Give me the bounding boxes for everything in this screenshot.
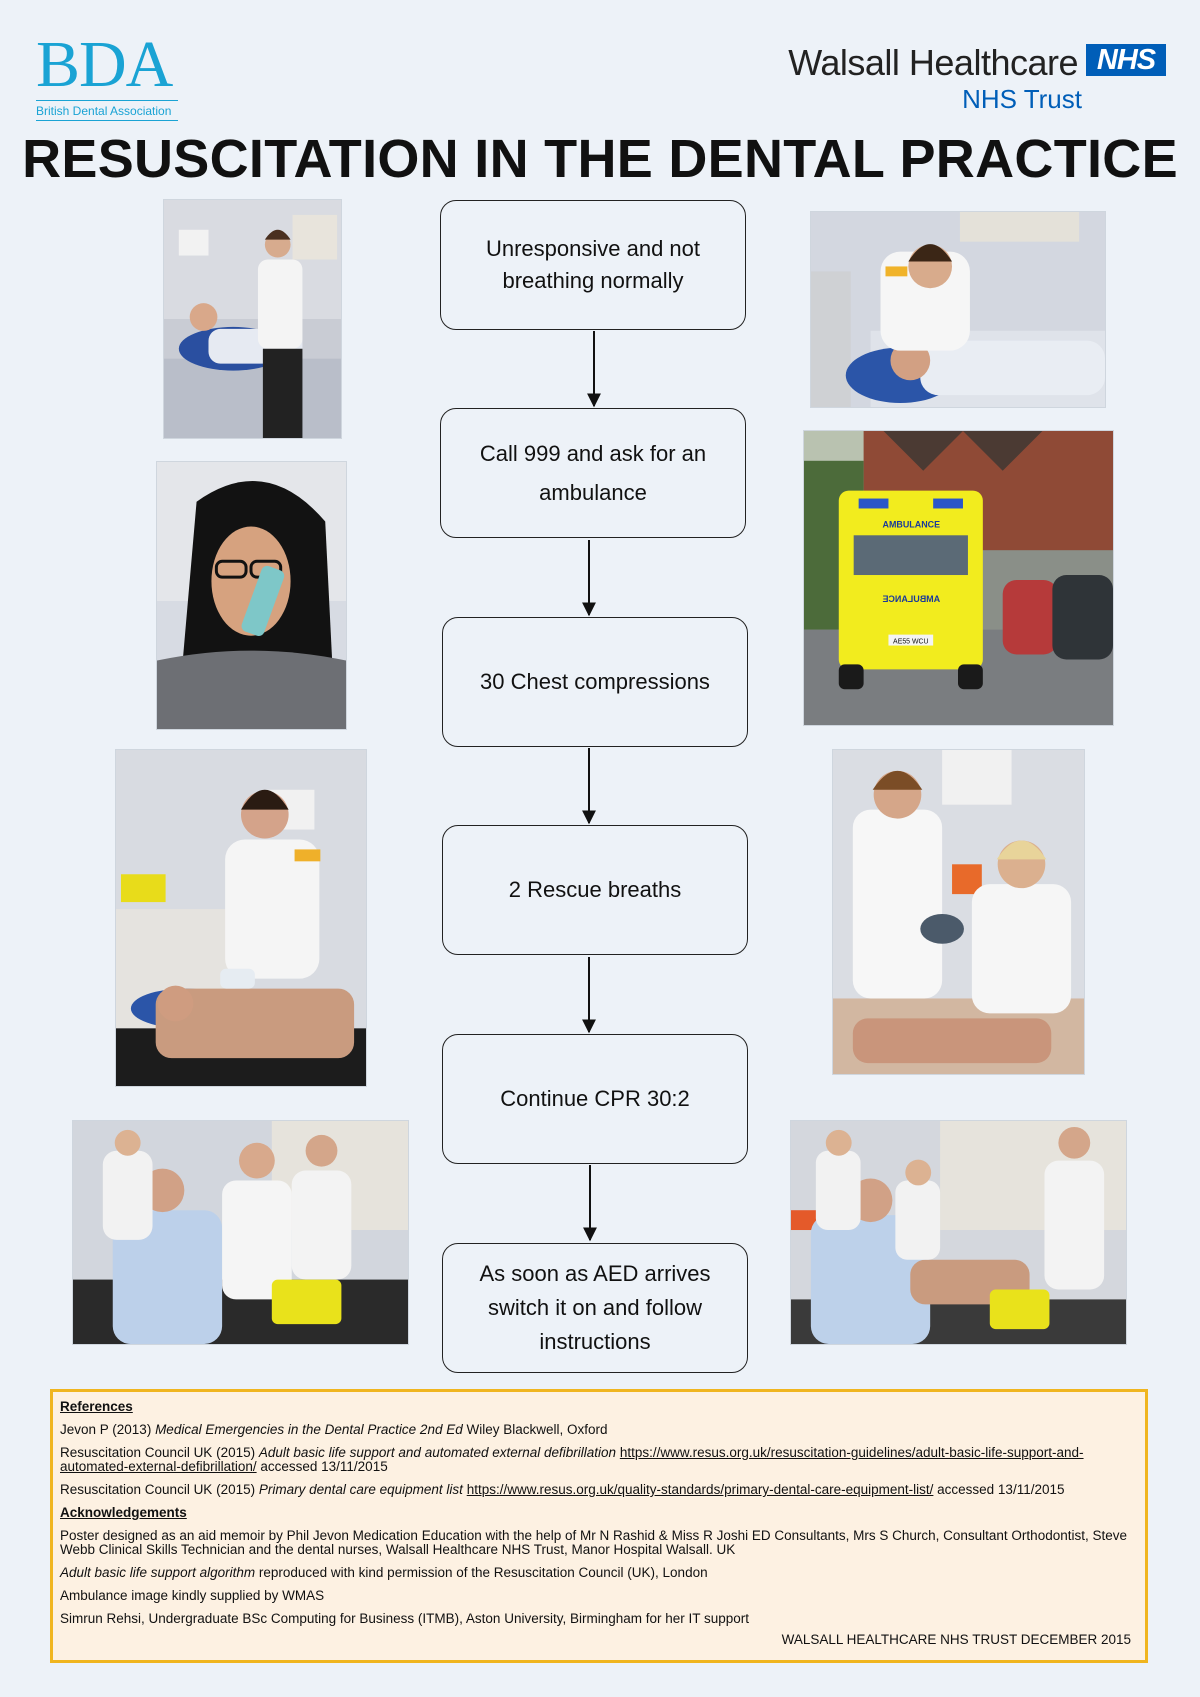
reference-resus-bls-title: Adult basic life support and automated e… [258,1445,617,1460]
photo-cpr-team [72,1120,409,1345]
bda-logo-rule-bottom [36,120,178,121]
photo-chest-compressions-image [116,750,366,1086]
photo-phone-call-image [157,462,346,729]
ambulance-bonnet-label: AMBULANCE [882,594,940,604]
photo-check-response-image [164,200,341,438]
reference-resus-bls: Resuscitation Council UK (2015) Adult ba… [60,1446,1137,1474]
reference-jevon: Jevon P (2013) Medical Emergencies in th… [60,1423,1137,1437]
references-panel: References Jevon P (2013) Medical Emerge… [50,1389,1148,1663]
reference-resus-equipment-accessed: accessed 13/11/2015 [933,1482,1065,1497]
flow-step-aed: As soon as AED arrives switch it on and … [442,1243,748,1373]
bda-logo-rule [36,100,178,101]
photo-cpr-team-image [73,1121,408,1344]
poster-footer: WALSALL HEALTHCARE NHS TRUST DECEMBER 20… [781,1632,1131,1647]
nhs-trust-logo: Walsall Healthcare NHS NHS Trust [786,40,1166,116]
flow-step-unresponsive: Unresponsive and not breathing normally [440,200,746,330]
flow-step-chest-compressions: 30 Chest compressions [442,617,748,747]
nhs-logo-trust: NHS Trust [962,84,1082,114]
nhs-logo-name: Walsall Healthcare [788,42,1078,83]
acknowledgement-ambulance-image: Ambulance image kindly supplied by WMAS [60,1588,325,1603]
acknowledgement-algorithm: Adult basic life support algorithm repro… [60,1566,1137,1580]
reference-resus-bls-accessed: accessed 13/11/2015 [256,1459,388,1474]
acknowledgement-algorithm-permission: reproduced with kind permission of the R… [255,1565,708,1580]
flow-step-rescue-breaths: 2 Rescue breaths [442,825,748,955]
flow-step-call-999: Call 999 and ask for an ambulance [440,408,746,538]
reference-resus-bls-link[interactable]: https://www.resus.org.uk/resuscitation-g… [60,1445,1084,1474]
reference-resus-equipment: Resuscitation Council UK (2015) Primary … [60,1483,1137,1497]
reference-resus-bls-author: Resuscitation Council UK (2015) [60,1445,259,1460]
page-title: RESUSCITATION IN THE DENTAL PRACTICE [22,129,1178,189]
photo-check-response [163,199,342,439]
nhs-badge: NHS [1086,44,1166,76]
photo-chest-compressions [115,749,367,1087]
bda-logo: BDA British Dental Association [36,32,178,121]
photo-phone-call [156,461,347,730]
photo-aed [790,1120,1127,1345]
reference-resus-equipment-link[interactable]: https://www.resus.org.uk/quality-standar… [466,1482,934,1497]
ambulance-plate: AE55 WCU [893,639,928,646]
bda-logo-letters: BDA [36,28,173,101]
acknowledgement-it-support: Simrun Rehsi, Undergraduate BSc Computin… [60,1611,750,1626]
reference-jevon-title: Medical Emergencies in the Dental Practi… [155,1422,463,1437]
photo-aed-image [791,1121,1126,1344]
reference-resus-equipment-title: Primary dental care equipment list [258,1482,463,1497]
acknowledgement-algorithm-title: Adult basic life support algorithm [60,1565,256,1580]
reference-resus-equipment-author: Resuscitation Council UK (2015) [60,1482,259,1497]
bda-logo-subtitle: British Dental Association [36,104,172,118]
acknowledgement-poster-design: Poster designed as an aid memoir by Phil… [60,1528,1127,1557]
photo-rescue-breaths [832,749,1085,1075]
photo-open-airway [810,211,1106,408]
reference-jevon-author: Jevon P (2013) [60,1422,156,1437]
acknowledgements-heading: Acknowledgements [60,1505,187,1520]
flow-step-continue-cpr: Continue CPR 30:2 [442,1034,748,1164]
reference-jevon-publisher: Wiley Blackwell, Oxford [462,1422,608,1437]
ambulance-roof-label: AMBULANCE [883,519,941,529]
references-heading: References [60,1399,133,1414]
photo-rescue-breaths-image [833,750,1084,1074]
photo-ambulance-image: AMBULANCE AMBULANCE AE55 WCU [804,431,1113,725]
photo-open-airway-image [811,212,1105,407]
photo-ambulance: AMBULANCE AMBULANCE AE55 WCU [803,430,1114,726]
